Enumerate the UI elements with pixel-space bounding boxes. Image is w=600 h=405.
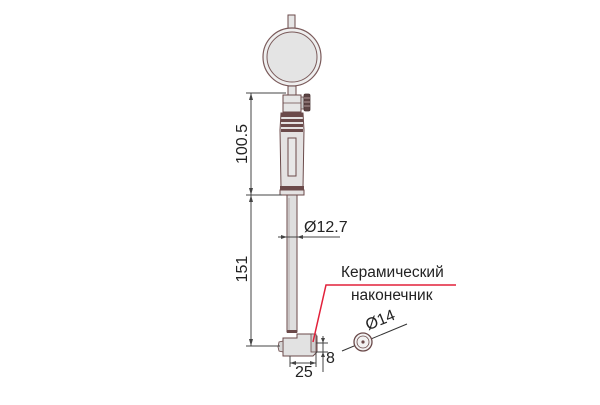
top-stem [287, 14, 296, 30]
head-width-label: 25 [295, 364, 313, 381]
callout-line2: наконечник [351, 287, 433, 304]
head-height-label: 8 [326, 350, 335, 367]
dial-neck [287, 85, 297, 96]
upper-length-label: 100.5 [234, 123, 251, 165]
extension-rod [286, 194, 298, 333]
grip-slot [287, 137, 297, 177]
clamp-block [282, 94, 302, 113]
locking-knob [300, 93, 311, 112]
dial-indicator [262, 27, 322, 87]
rod-diameter-label: Ø12.7 [304, 219, 348, 236]
callout-leader-line [312, 284, 456, 343]
vertical-dimension-lines [246, 92, 286, 347]
callout-line1: Керамический [341, 264, 444, 281]
lower-length-label: 151 [234, 255, 251, 283]
arrowheads-vertical [249, 93, 253, 346]
handle-grip [279, 112, 305, 196]
tip-diameter-symbol [341, 323, 408, 352]
measuring-head [277, 333, 318, 357]
